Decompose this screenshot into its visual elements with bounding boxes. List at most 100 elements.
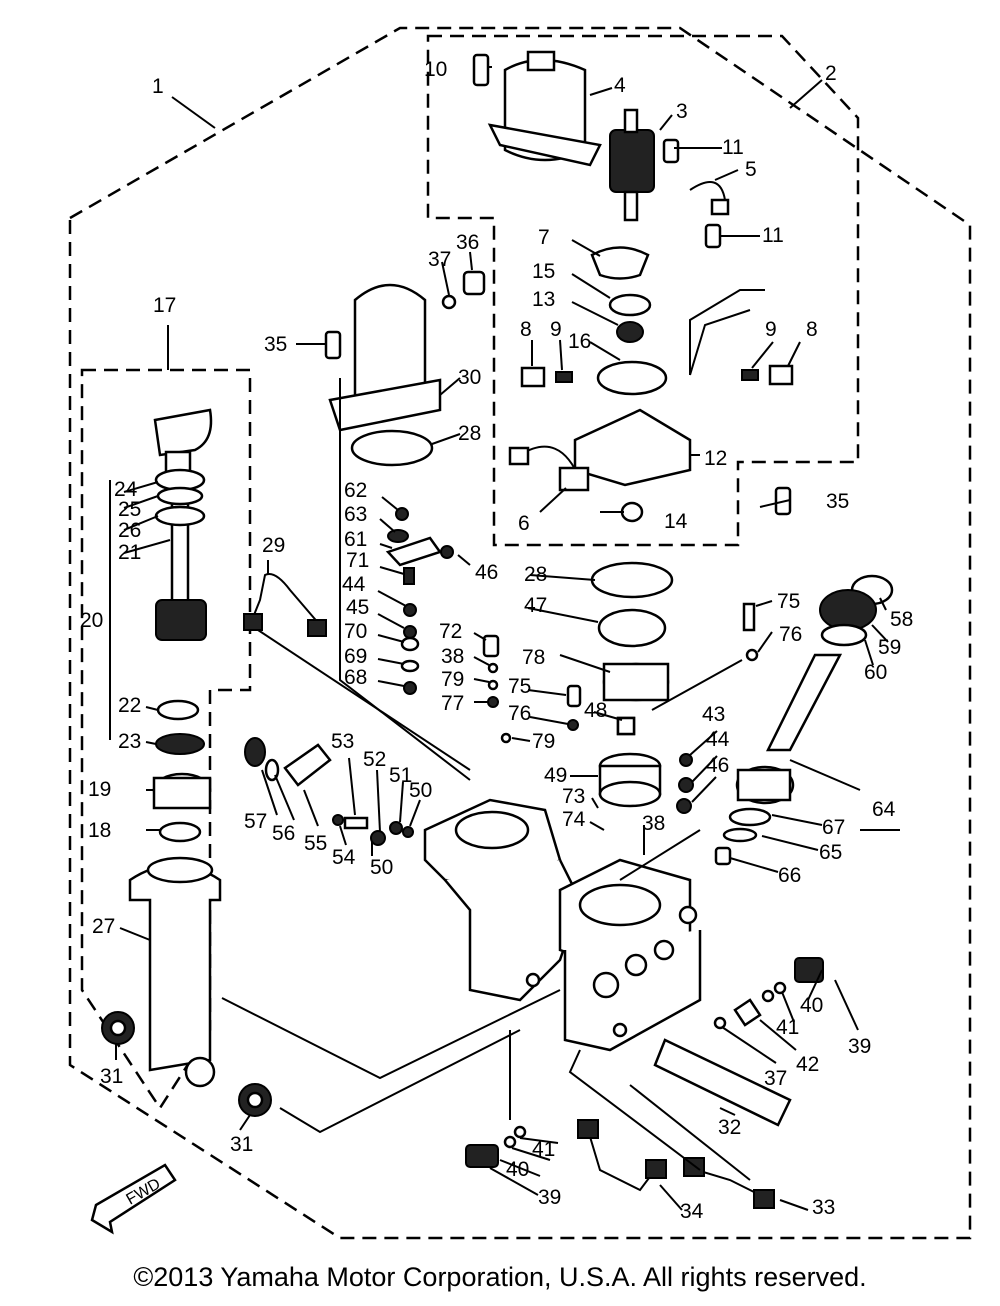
callout-29: 29	[262, 534, 285, 557]
assembly-2-boundary	[426, 34, 860, 547]
callout-48: 48	[584, 699, 607, 722]
callout-1: 1	[152, 75, 164, 98]
callout-60: 60	[864, 661, 887, 684]
o-ring-28a	[350, 429, 434, 467]
reservoir-30	[328, 283, 442, 432]
fwd-arrow: FWD	[90, 1163, 177, 1235]
callout-9b: 9	[765, 318, 777, 341]
valve-43-46	[676, 602, 759, 814]
o-ring-28b	[590, 561, 674, 599]
callout-65: 65	[819, 841, 842, 864]
callout-74: 74	[562, 808, 586, 831]
tilt-cylinder-27	[128, 856, 222, 1088]
assembly-1-boundary	[68, 26, 972, 1240]
callout-41b: 41	[532, 1138, 555, 1161]
callout-33: 33	[812, 1196, 835, 1219]
callout-35a: 35	[264, 333, 287, 356]
callout-22: 22	[118, 694, 141, 717]
callout-40b: 40	[506, 1158, 529, 1181]
reservoir-cap-58-59	[819, 574, 894, 647]
brush-plate-12	[573, 408, 692, 487]
callout-26: 26	[118, 519, 141, 542]
callout-75a: 75	[508, 675, 531, 698]
callout-37b: 37	[764, 1067, 787, 1090]
callout-19: 19	[88, 778, 111, 801]
callout-68: 68	[344, 666, 367, 689]
brush-8b	[768, 364, 794, 386]
bushing-31b	[238, 1083, 272, 1117]
o-ring-16	[596, 360, 668, 396]
callout-14: 14	[664, 510, 688, 533]
callout-16: 16	[568, 330, 591, 353]
leader-lines	[109, 66, 900, 1211]
motor-yoke	[487, 50, 602, 167]
shaft-64	[765, 653, 843, 752]
bearing-13	[616, 321, 644, 343]
callout-64: 64	[872, 798, 896, 821]
callout-3: 3	[676, 100, 688, 123]
armature	[609, 108, 655, 222]
bushing-14	[620, 501, 644, 523]
callout-38a: 38	[441, 645, 464, 668]
callout-18: 18	[88, 819, 111, 842]
callout-4: 4	[614, 74, 626, 97]
callout-8a: 8	[520, 318, 532, 341]
pipe-34	[577, 1119, 667, 1192]
callout-62: 62	[344, 479, 367, 502]
callout-2: 2	[825, 62, 837, 85]
seal-48	[616, 716, 636, 736]
callout-67: 67	[822, 816, 845, 839]
gasket-47	[597, 608, 667, 648]
callout-61: 61	[344, 528, 367, 551]
callout-43: 43	[702, 703, 725, 726]
callout-9a: 9	[550, 318, 562, 341]
wire-harness	[689, 289, 765, 376]
o-ring-37a	[441, 294, 457, 310]
callout-23: 23	[118, 730, 141, 753]
callout-39b: 39	[538, 1186, 561, 1209]
callout-41a: 41	[776, 1016, 799, 1039]
valve-stack	[385, 507, 636, 744]
spring-9b	[741, 369, 759, 381]
callout-28b: 28	[524, 563, 547, 586]
callout-70: 70	[344, 620, 367, 643]
callouts: 1 2 3 4 5 6 7 8 8 9 9 10 11 11 12 13 14 …	[80, 58, 913, 1223]
callout-69: 69	[344, 645, 367, 668]
callout-11b: 11	[762, 224, 784, 247]
callout-31b: 31	[230, 1133, 253, 1156]
callout-51: 51	[389, 764, 412, 787]
pump-body-49	[598, 752, 662, 808]
callout-20: 20	[80, 609, 103, 632]
callout-55: 55	[304, 832, 327, 855]
brush-8a	[520, 366, 546, 388]
callout-72: 72	[439, 620, 462, 643]
callout-76a: 76	[508, 702, 531, 725]
pipe-29	[243, 573, 327, 637]
plug-36	[462, 270, 486, 296]
callout-63: 63	[344, 503, 367, 526]
callout-32: 32	[718, 1116, 741, 1139]
callout-15: 15	[532, 260, 555, 283]
callout-24: 24	[114, 478, 138, 501]
callout-7: 7	[538, 226, 550, 249]
callout-79b: 79	[532, 730, 555, 753]
bolt-11a	[662, 138, 680, 164]
callout-40a: 40	[800, 994, 823, 1017]
callout-8b: 8	[806, 318, 818, 341]
callout-25: 25	[118, 498, 141, 521]
callout-71: 71	[346, 549, 369, 572]
callout-13: 13	[532, 288, 555, 311]
callout-12: 12	[704, 447, 727, 470]
callout-38b: 38	[642, 812, 665, 835]
callout-27: 27	[92, 915, 115, 938]
callout-39a: 39	[848, 1035, 871, 1058]
wire-6	[508, 445, 590, 492]
callout-10: 10	[424, 58, 447, 81]
callout-75b: 75	[777, 590, 800, 613]
callout-37a: 37	[428, 248, 451, 271]
callout-30: 30	[458, 366, 481, 389]
callout-31a: 31	[100, 1065, 123, 1088]
callout-17: 17	[153, 294, 176, 317]
callout-49: 49	[544, 764, 567, 787]
